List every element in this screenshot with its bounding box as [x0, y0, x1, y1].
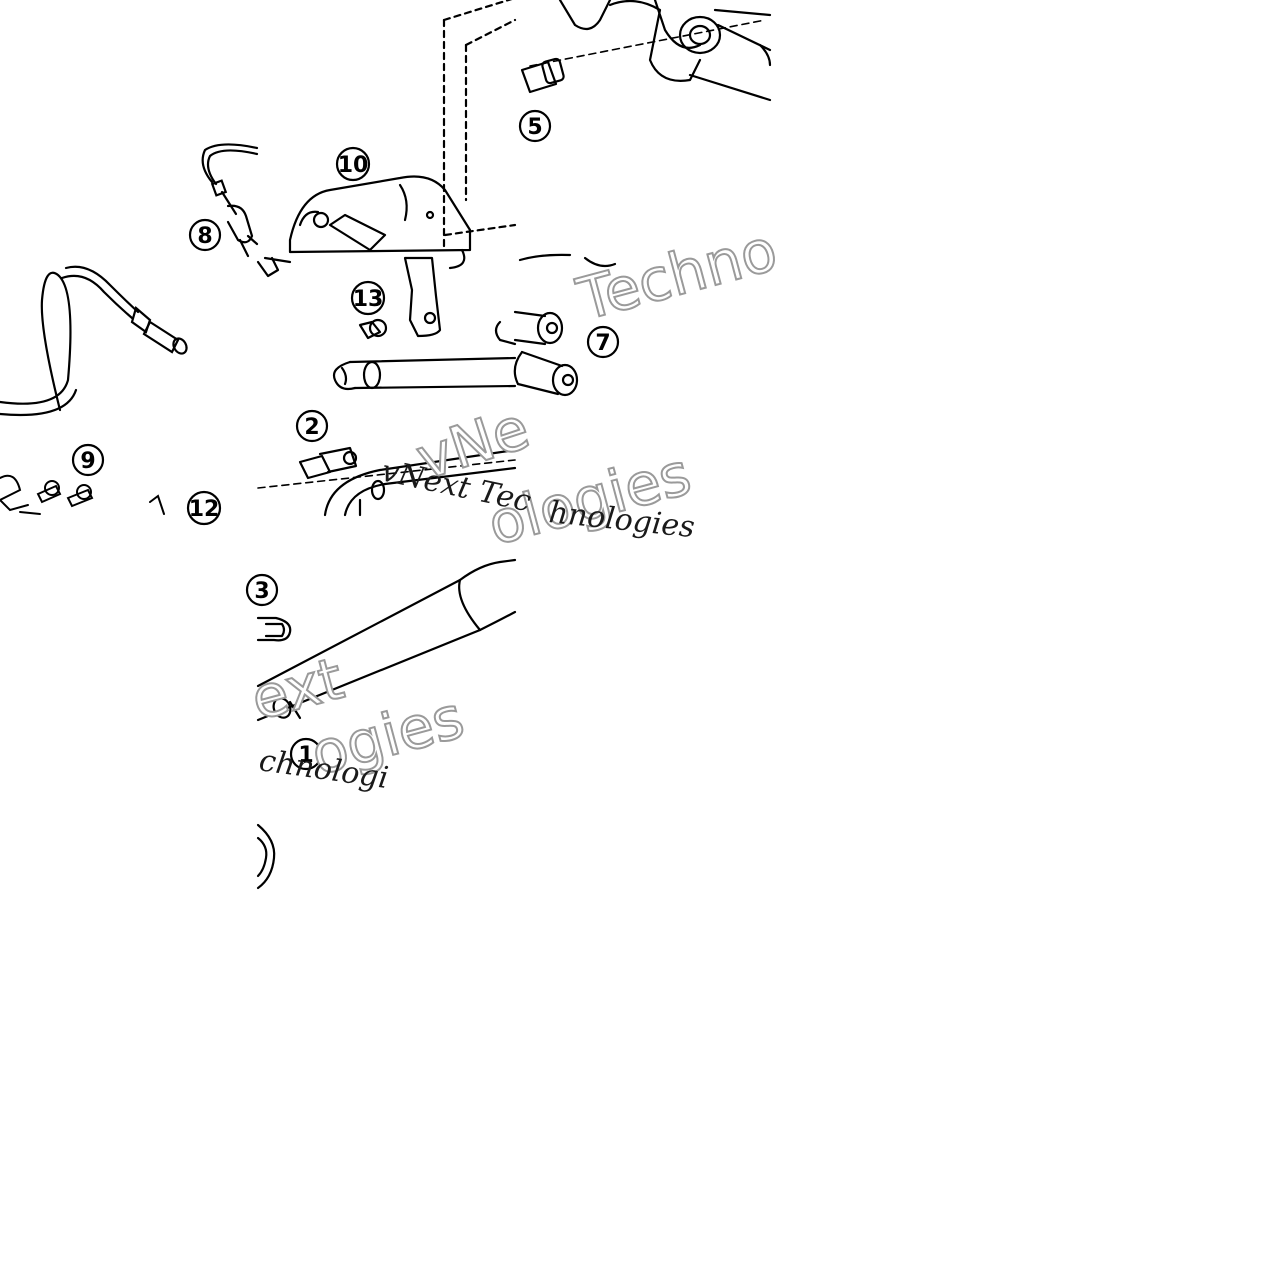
- pivot-pin: [332, 320, 517, 391]
- callout-5: 5: [518, 109, 552, 143]
- callout-12-label: 12: [189, 497, 220, 522]
- watermark-text-a: Techno: [570, 216, 784, 334]
- sensor-cable-8: [201, 143, 259, 258]
- callout-1-label: 1: [298, 743, 313, 768]
- callout-13-label: 13: [353, 287, 384, 312]
- callout-9: 9: [71, 443, 105, 477]
- callout-10-label: 10: [338, 153, 369, 178]
- callout-12: 12: [186, 490, 222, 526]
- callout-3: 3: [245, 573, 279, 607]
- callout-2: 2: [295, 409, 329, 443]
- long-sensor-cable: [0, 265, 188, 417]
- callout-5-label: 5: [527, 115, 542, 140]
- callout-13: 13: [350, 280, 386, 316]
- callout-8: 8: [188, 218, 222, 252]
- callout-7: 7: [586, 325, 620, 359]
- callout-7-label: 7: [595, 331, 610, 356]
- shift-lever: [256, 558, 517, 890]
- callout-3-label: 3: [254, 579, 269, 604]
- link-arm-and-pin: [256, 248, 466, 340]
- callout-9-label: 9: [80, 449, 95, 474]
- callout-1: 1: [289, 737, 323, 771]
- callout-2-label: 2: [304, 415, 319, 440]
- callout-10: 10: [335, 146, 371, 182]
- callout-8-label: 8: [197, 224, 212, 249]
- pivot-bracket: [520, 0, 772, 102]
- plug-2-and-hoses: [257, 446, 517, 517]
- bolt-set-9: [0, 474, 165, 515]
- bracket-assembly: [288, 0, 517, 254]
- bushings-7: [513, 253, 617, 397]
